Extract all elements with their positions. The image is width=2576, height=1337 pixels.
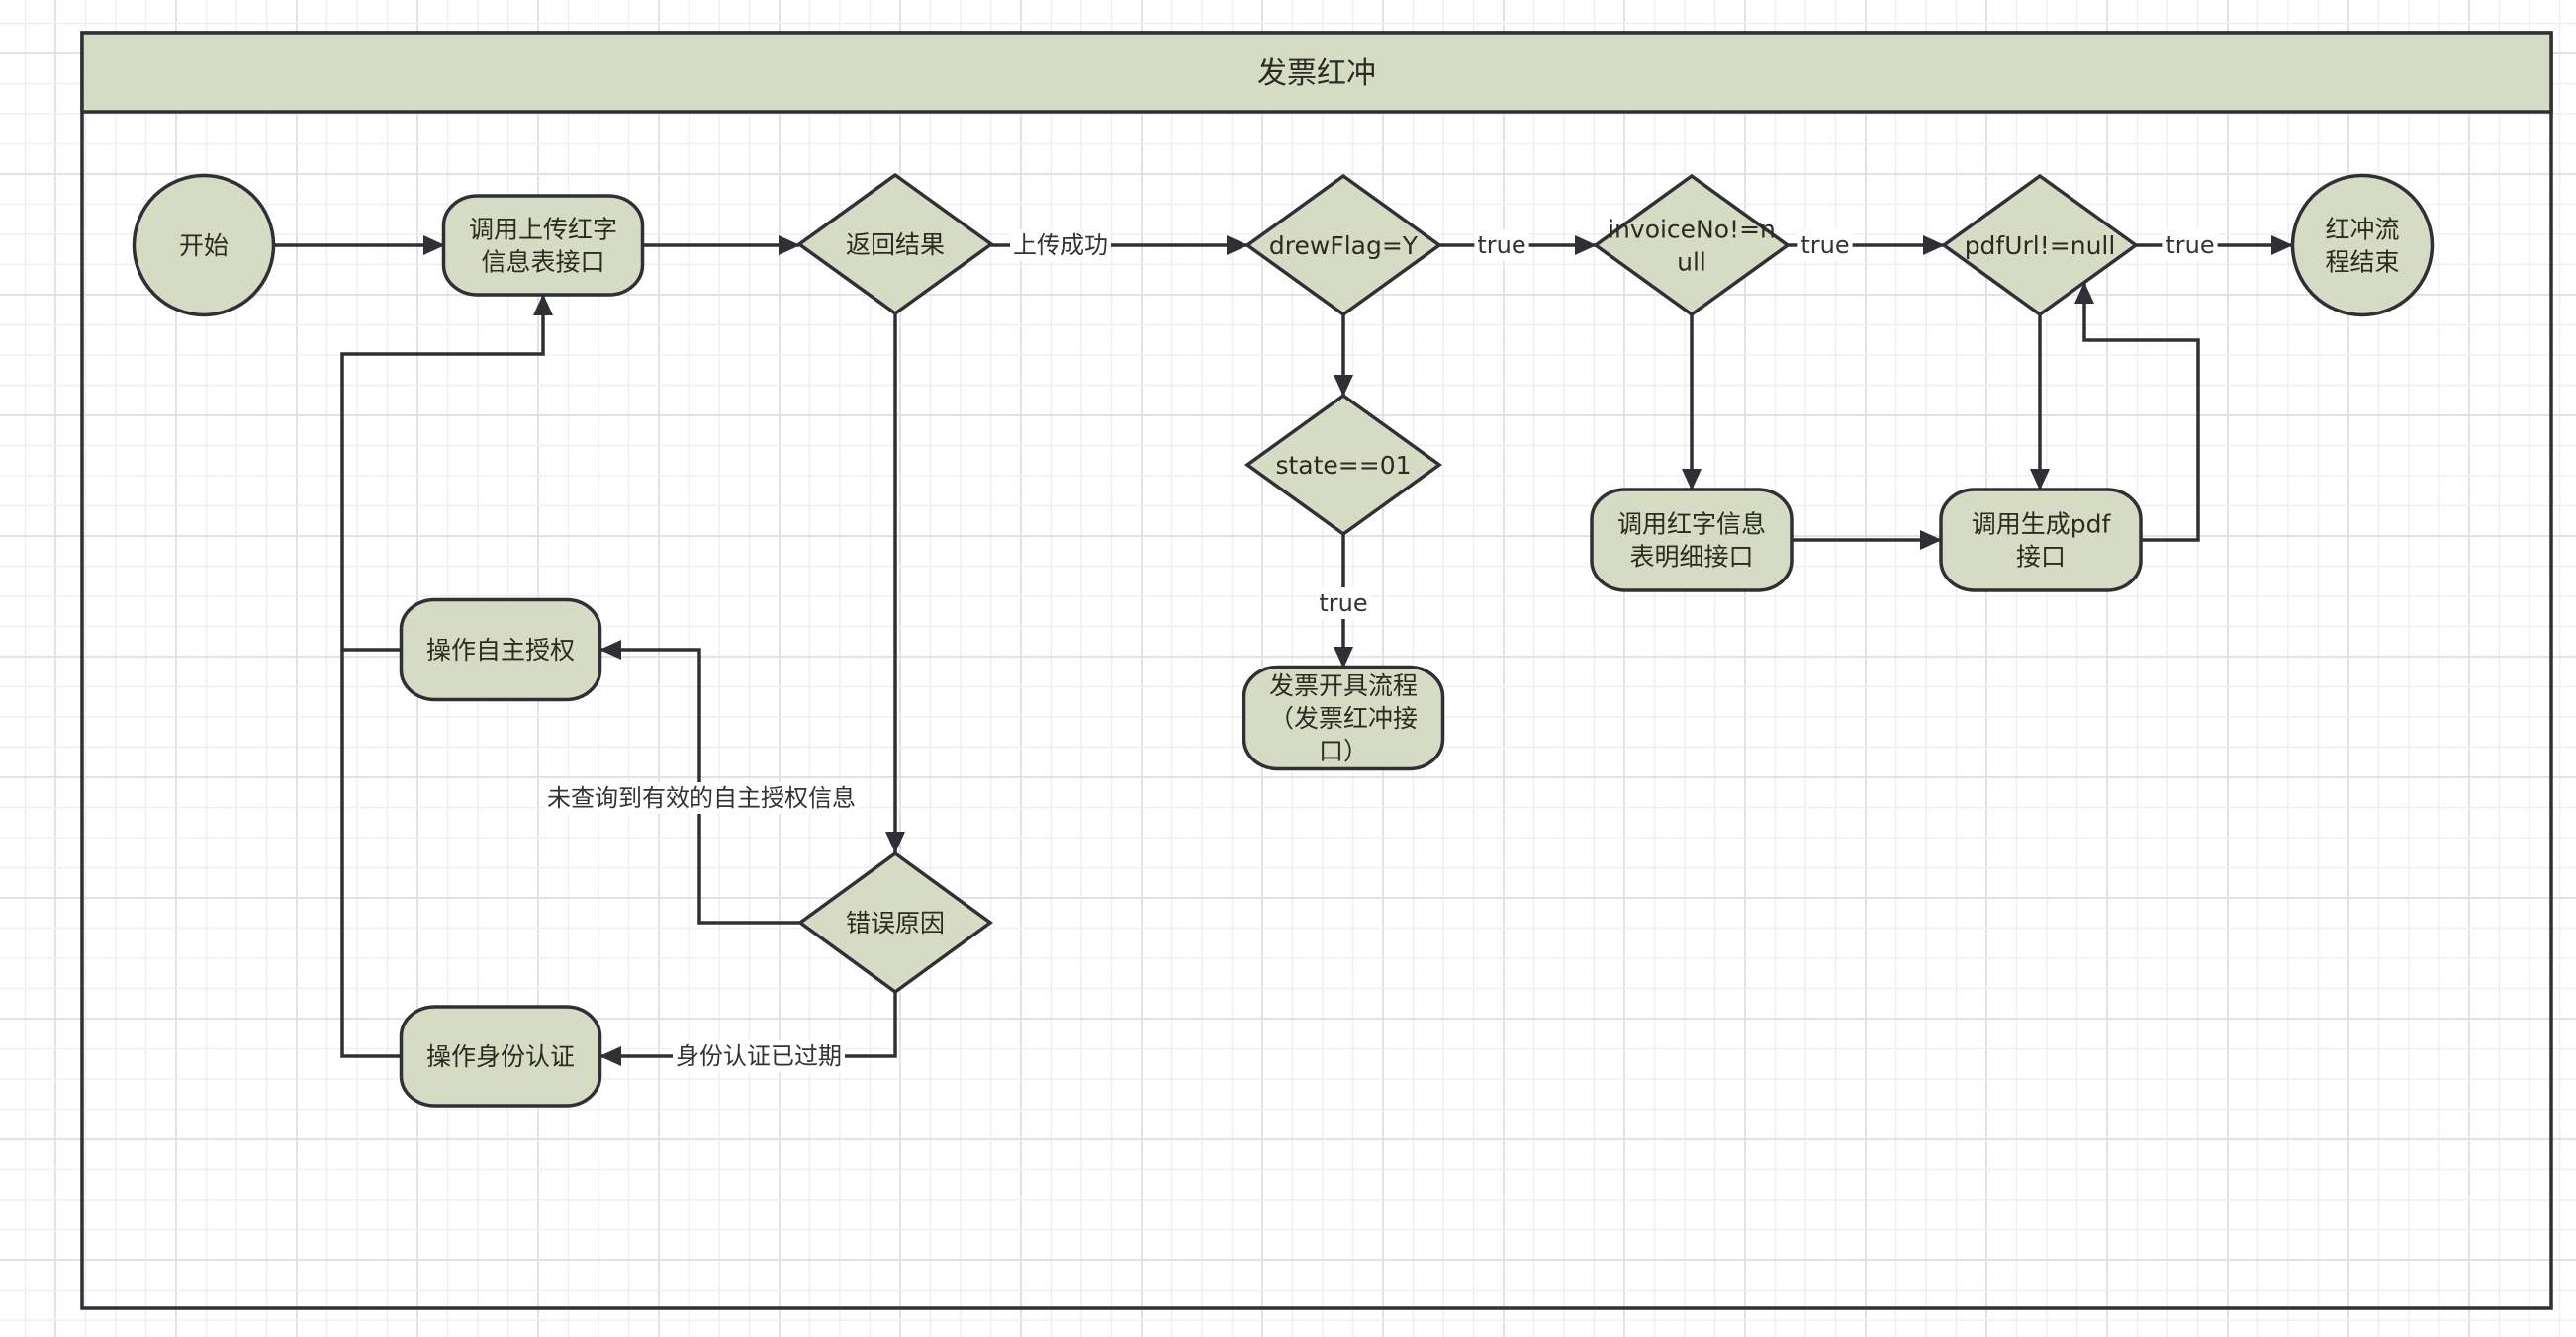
edge-label-background — [1474, 229, 1529, 261]
edge-label: 上传成功 — [1010, 229, 1111, 261]
edge-label-background — [1316, 587, 1371, 619]
node-label: drewFlag=Y — [1269, 231, 1419, 260]
return-result-decision[interactable]: 返回结果 — [796, 172, 994, 316]
rounded-rect-shape — [1590, 488, 1794, 592]
rounded-rect-shape — [1939, 488, 2143, 592]
diamond-shape — [1593, 173, 1791, 317]
pdfurl-decision[interactable]: pdfUrl!=null — [1941, 173, 2139, 317]
node-label: state==01 — [1275, 451, 1411, 480]
diamond-shape — [1244, 173, 1442, 317]
pool-title: 发票红冲 — [1257, 56, 1376, 91]
diamond-shape — [1941, 173, 2139, 317]
edge-label: true — [1316, 587, 1371, 619]
node-label: 调用上传红字 — [469, 216, 617, 244]
edge-genpdf-to-pdfurl[interactable] — [2074, 282, 2200, 542]
error-reason-decision[interactable]: 错误原因 — [797, 850, 993, 995]
node-label: 程结束 — [2325, 248, 2399, 277]
node-label: 调用生成pdf — [1972, 510, 2112, 539]
edge-label: true — [1797, 229, 1853, 261]
start-node[interactable]: 开始 — [132, 173, 276, 317]
edge-label-background — [1797, 229, 1853, 261]
node-label: 表明细接口 — [1629, 543, 1753, 572]
identity-auth-node[interactable]: 操作身份认证 — [399, 1005, 602, 1108]
edge-label-text: true — [1477, 231, 1525, 259]
edge-label-background — [673, 1040, 845, 1072]
node-label: 操作自主授权 — [426, 636, 575, 665]
edge-label: 未查询到有效的自主授权信息 — [544, 782, 859, 814]
diamond-shape — [797, 850, 993, 995]
swimlane-pool[interactable]: 发票红冲 — [80, 31, 2553, 1310]
edge-label-background — [544, 782, 859, 814]
edge-label: 身份认证已过期 — [673, 1040, 845, 1072]
edge-label: true — [2162, 229, 2218, 261]
rounded-rect-shape — [1242, 665, 1445, 771]
node-label: invoiceNo!=n — [1608, 216, 1776, 244]
node-label: 操作身份认证 — [426, 1042, 575, 1071]
rounded-rect-shape — [441, 194, 645, 297]
edge-label-background — [1010, 229, 1111, 261]
pool-header — [80, 31, 2553, 114]
node-label: 信息表接口 — [481, 248, 604, 277]
node-label: 口） — [1319, 737, 1368, 765]
edge-auth-to-upload[interactable] — [340, 294, 553, 652]
edge-label-text: true — [2165, 231, 2214, 259]
node-label: 错误原因 — [846, 909, 945, 937]
ellipse-shape — [132, 173, 276, 317]
diamond-shape — [1244, 393, 1442, 537]
node-label: 接口 — [2016, 543, 2066, 572]
state-decision[interactable]: state==01 — [1244, 393, 1442, 537]
edge-label-background — [2162, 229, 2218, 261]
edge-label-text: 身份认证已过期 — [676, 1042, 842, 1070]
node-label: 调用红字信息 — [1617, 510, 1766, 539]
self-authorization-node[interactable]: 操作自主授权 — [399, 597, 602, 702]
node-label: 红冲流 — [2325, 216, 2399, 244]
rounded-rect-shape — [399, 597, 602, 702]
edge-label-text: true — [1800, 231, 1849, 259]
ellipse-shape — [2290, 173, 2435, 317]
node-label: （发票红冲接 — [1269, 704, 1418, 733]
edges-layer — [273, 235, 2293, 1066]
rounded-rect-shape — [399, 1005, 602, 1108]
edge-label: true — [1474, 229, 1529, 261]
invoiceno-decision[interactable]: invoiceNo!=n ull — [1593, 173, 1791, 317]
node-label: 开始 — [179, 231, 229, 260]
drewflag-decision[interactable]: drewFlag=Y — [1244, 173, 1442, 317]
node-label: pdfUrl!=null — [1965, 231, 2116, 260]
node-label: 发票开具流程 — [1269, 671, 1418, 700]
generate-pdf-node[interactable]: 调用生成pdf 接口 — [1939, 488, 2143, 592]
edge-label-text: 上传成功 — [1013, 231, 1108, 259]
edge-label-text: 未查询到有效的自主授权信息 — [547, 784, 856, 812]
edge-identity-to-upload[interactable] — [340, 650, 402, 1058]
node-label: 返回结果 — [846, 230, 945, 259]
edge-label-text: true — [1319, 589, 1367, 617]
node-label: ull — [1677, 248, 1706, 277]
diamond-shape — [796, 172, 994, 316]
